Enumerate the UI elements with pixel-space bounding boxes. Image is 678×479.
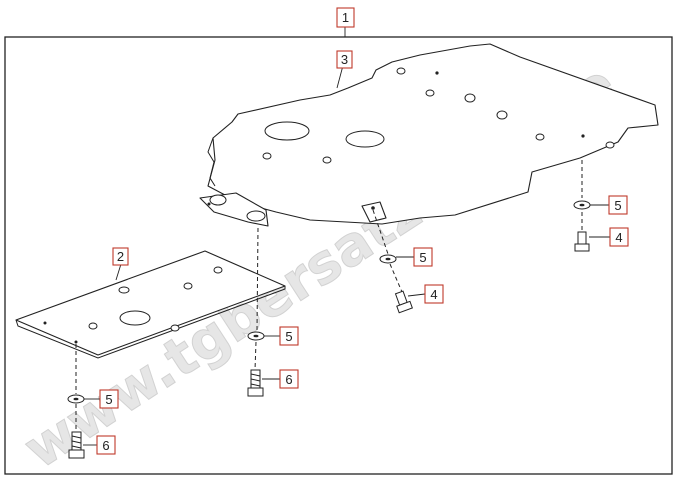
callout-6: 6 (96, 435, 116, 455)
assembly-line (389, 263, 403, 293)
bolt-long-icon (68, 431, 85, 459)
bolt-short-icon (574, 231, 590, 252)
bolt-short-icon (394, 290, 413, 314)
washer-icon (379, 254, 397, 264)
svg-text:2: 2 (117, 249, 124, 264)
assembly-line (372, 209, 389, 255)
skid-plate-small (15, 250, 286, 359)
callout-3: 3 (336, 50, 353, 69)
callout-6: 6 (279, 369, 299, 389)
callout-5: 5 (99, 389, 119, 409)
callout-4: 4 (609, 227, 629, 247)
svg-text:5: 5 (614, 198, 621, 213)
callout-5: 5 (279, 326, 299, 346)
svg-text:6: 6 (102, 438, 109, 453)
svg-text:5: 5 (419, 250, 426, 265)
skid-plate-main (199, 43, 659, 227)
svg-text:6: 6 (285, 372, 292, 387)
callout-4: 4 (424, 284, 444, 304)
callout-5: 5 (413, 247, 433, 267)
svg-text:5: 5 (105, 392, 112, 407)
assembly-line (254, 341, 257, 371)
plate-hole-large (264, 121, 310, 141)
washer-icon (573, 200, 591, 210)
leader-2 (115, 263, 122, 281)
svg-text:3: 3 (341, 52, 348, 67)
svg-text:4: 4 (615, 230, 622, 245)
svg-text:1: 1 (342, 10, 349, 25)
callout-5: 5 (608, 195, 628, 215)
plate-hole-large (345, 130, 385, 148)
leader-4 (407, 293, 426, 297)
callout-2: 2 (112, 247, 129, 266)
svg-text:5: 5 (285, 329, 292, 344)
washer-icon (67, 394, 85, 404)
assembly-line (256, 227, 259, 331)
bolt-long-icon (247, 369, 264, 397)
assembly-frame (4, 36, 673, 475)
callout-1: 1 (336, 7, 355, 28)
svg-text:4: 4 (430, 287, 437, 302)
washer-icon (247, 331, 265, 341)
